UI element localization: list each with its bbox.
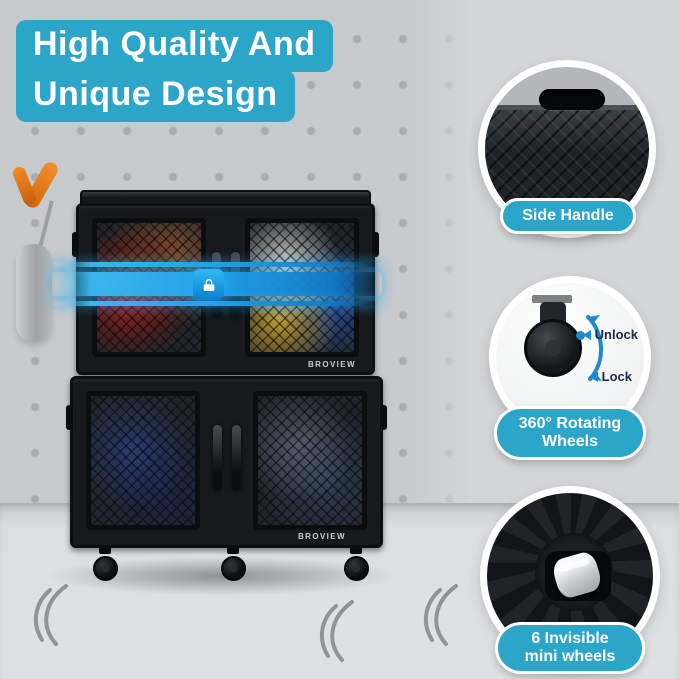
rotating-wheels-label-line2: Wheels — [541, 433, 598, 450]
mini-wheels-label: 6 Invisible mini wheels — [495, 622, 645, 674]
side-handle-label-text: Side Handle — [522, 206, 614, 224]
unlock-label-text: Unlock — [594, 327, 638, 342]
cabinet-lower-unit: BROVIEW — [66, 376, 387, 548]
lock-arrow-icon — [589, 371, 598, 382]
unlock-arrow-icon — [582, 329, 591, 340]
storage-cabinet: BROVIEW BROVIEW — [66, 190, 387, 590]
motion-arc — [319, 600, 354, 662]
caster-wheel-middle — [218, 546, 248, 586]
caster-wheel — [92, 556, 118, 581]
lock-icon — [193, 269, 224, 300]
side-handle-slot — [539, 89, 605, 110]
roller-rod — [38, 200, 54, 248]
rotating-wheels-label-line1: 360° Rotating — [518, 414, 622, 432]
padlock-glyph — [203, 278, 214, 291]
headline-line-2: Unique Design — [16, 70, 295, 122]
caster-wheel — [220, 556, 246, 581]
unlock-label: Unlock — [582, 327, 638, 342]
mini-wheels-label-line1: 6 Invisible — [531, 629, 609, 647]
upper-side-handle-right — [372, 232, 379, 257]
headline-line-1: High Quality And — [16, 20, 333, 72]
caster-stem — [99, 546, 111, 554]
lock-pin — [576, 331, 585, 340]
rotating-wheels-label: 360° Rotating Wheels — [494, 406, 646, 460]
band-line-bottom — [52, 301, 382, 306]
lock-label: Lock — [589, 369, 632, 384]
upper-side-handle-left — [72, 232, 79, 257]
caster-wheel-right — [341, 546, 371, 586]
roller-sleeve — [16, 244, 52, 342]
lock-highlight-band — [52, 260, 382, 312]
lower-right-door-handle — [231, 425, 241, 491]
lower-side-handle-right — [380, 405, 387, 430]
caster-stem — [350, 546, 362, 554]
motion-arc — [33, 584, 68, 646]
brand-logo: BROVIEW — [307, 360, 356, 369]
caster-wheel — [343, 556, 369, 581]
lower-left-door-handle — [212, 425, 222, 491]
caster-wheel-left — [90, 546, 120, 586]
lower-left-door-window — [86, 391, 200, 530]
brand-logo: BROVIEW — [297, 532, 346, 541]
headline-banner: High Quality And Unique Design — [16, 20, 333, 122]
band-line-top — [52, 262, 382, 267]
wall-fade — [400, 0, 490, 505]
caster-fork — [540, 302, 566, 322]
side-handle-label: Side Handle — [500, 198, 636, 234]
mini-wheels-label-line2: mini wheels — [524, 648, 616, 665]
lower-side-handle-left — [66, 405, 73, 430]
caster-stem — [227, 546, 239, 554]
lock-label-text: Lock — [601, 369, 632, 384]
caster-mount-plate — [532, 295, 572, 303]
caster-wheel-closeup — [524, 319, 582, 377]
paint-roller — [4, 158, 124, 343]
lower-right-door-window — [253, 391, 367, 530]
motion-arc — [423, 584, 458, 646]
